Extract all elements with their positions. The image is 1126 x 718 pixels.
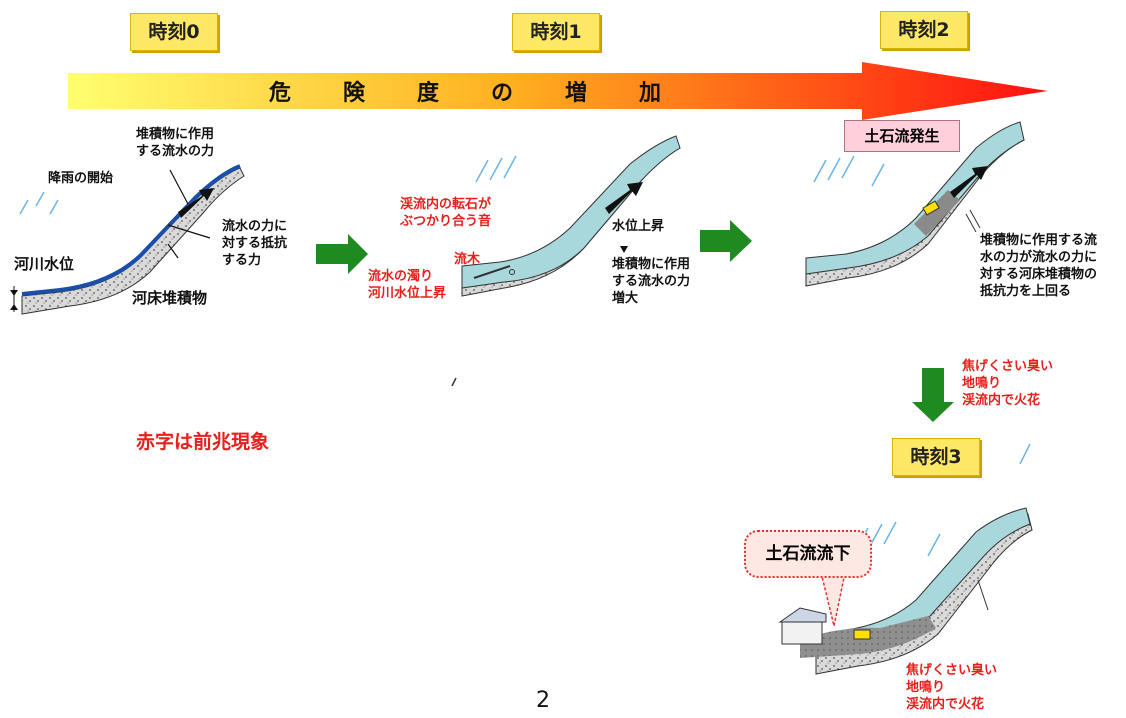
- force-label: 堆積物に作用する流水の力: [136, 127, 215, 159]
- stage2-slope: [805, 121, 1025, 287]
- rain-start-label: 降雨の開始: [48, 171, 114, 186]
- stage-arrow-2-3: [912, 368, 954, 422]
- time-label-3: 時刻3: [892, 438, 980, 476]
- driftwood-label: 流木: [454, 252, 481, 267]
- time-label-0: 時刻0: [130, 13, 218, 51]
- danger-char: 険: [342, 81, 365, 106]
- danger-char: の: [491, 81, 514, 106]
- force-increase-label: 堆積物に作用する流水の力増大: [612, 257, 691, 306]
- legend-note: 赤字は前兆現象: [136, 431, 270, 453]
- stone-sound-label: 渓流内の転石がぶつかり合う音: [400, 197, 492, 229]
- stage3-signs: 焦げくさい臭い地鳴り渓流内で火花: [906, 663, 998, 712]
- stage-arrow-1-2: [700, 220, 752, 262]
- muddy-rise-label: 流水の濁り河川水位上昇: [368, 269, 447, 301]
- stage-arrow-0-1: [316, 234, 368, 274]
- river-level-label: 河川水位: [14, 255, 75, 273]
- debris-flow-down-callout: 土石流流下: [744, 530, 872, 578]
- danger-char: 増: [565, 81, 588, 106]
- resist-label: 流水の力に対する抵抗する力: [222, 219, 288, 268]
- water-rise-label: 水位上昇: [612, 219, 665, 234]
- stage3-slope: [778, 443, 1033, 675]
- danger-char: 加: [639, 81, 662, 106]
- danger-increase-arrow: [68, 62, 1048, 120]
- bed-deposit-label: 河床堆積物: [132, 289, 208, 307]
- danger-char: 度: [416, 81, 439, 106]
- danger-char: 危: [268, 81, 291, 106]
- stage2-signs: 焦げくさい臭い地鳴り渓流内で火花: [962, 359, 1054, 408]
- stage2-explanation: 堆積物に作用する流水の力が流水の力に対する河床堆積物の抵抗力を上回る: [980, 233, 1098, 299]
- debris-flow-callout: 土石流発生: [844, 120, 960, 152]
- stage0-slope: [10, 164, 245, 315]
- stray-mark: [451, 377, 457, 387]
- time-label-1: 時刻1: [512, 13, 600, 51]
- danger-label: 危 険 度 の 増 加: [68, 73, 862, 109]
- stage1-slope: [461, 135, 681, 297]
- page-number: 2: [536, 688, 550, 713]
- time-label-2: 時刻2: [880, 11, 968, 49]
